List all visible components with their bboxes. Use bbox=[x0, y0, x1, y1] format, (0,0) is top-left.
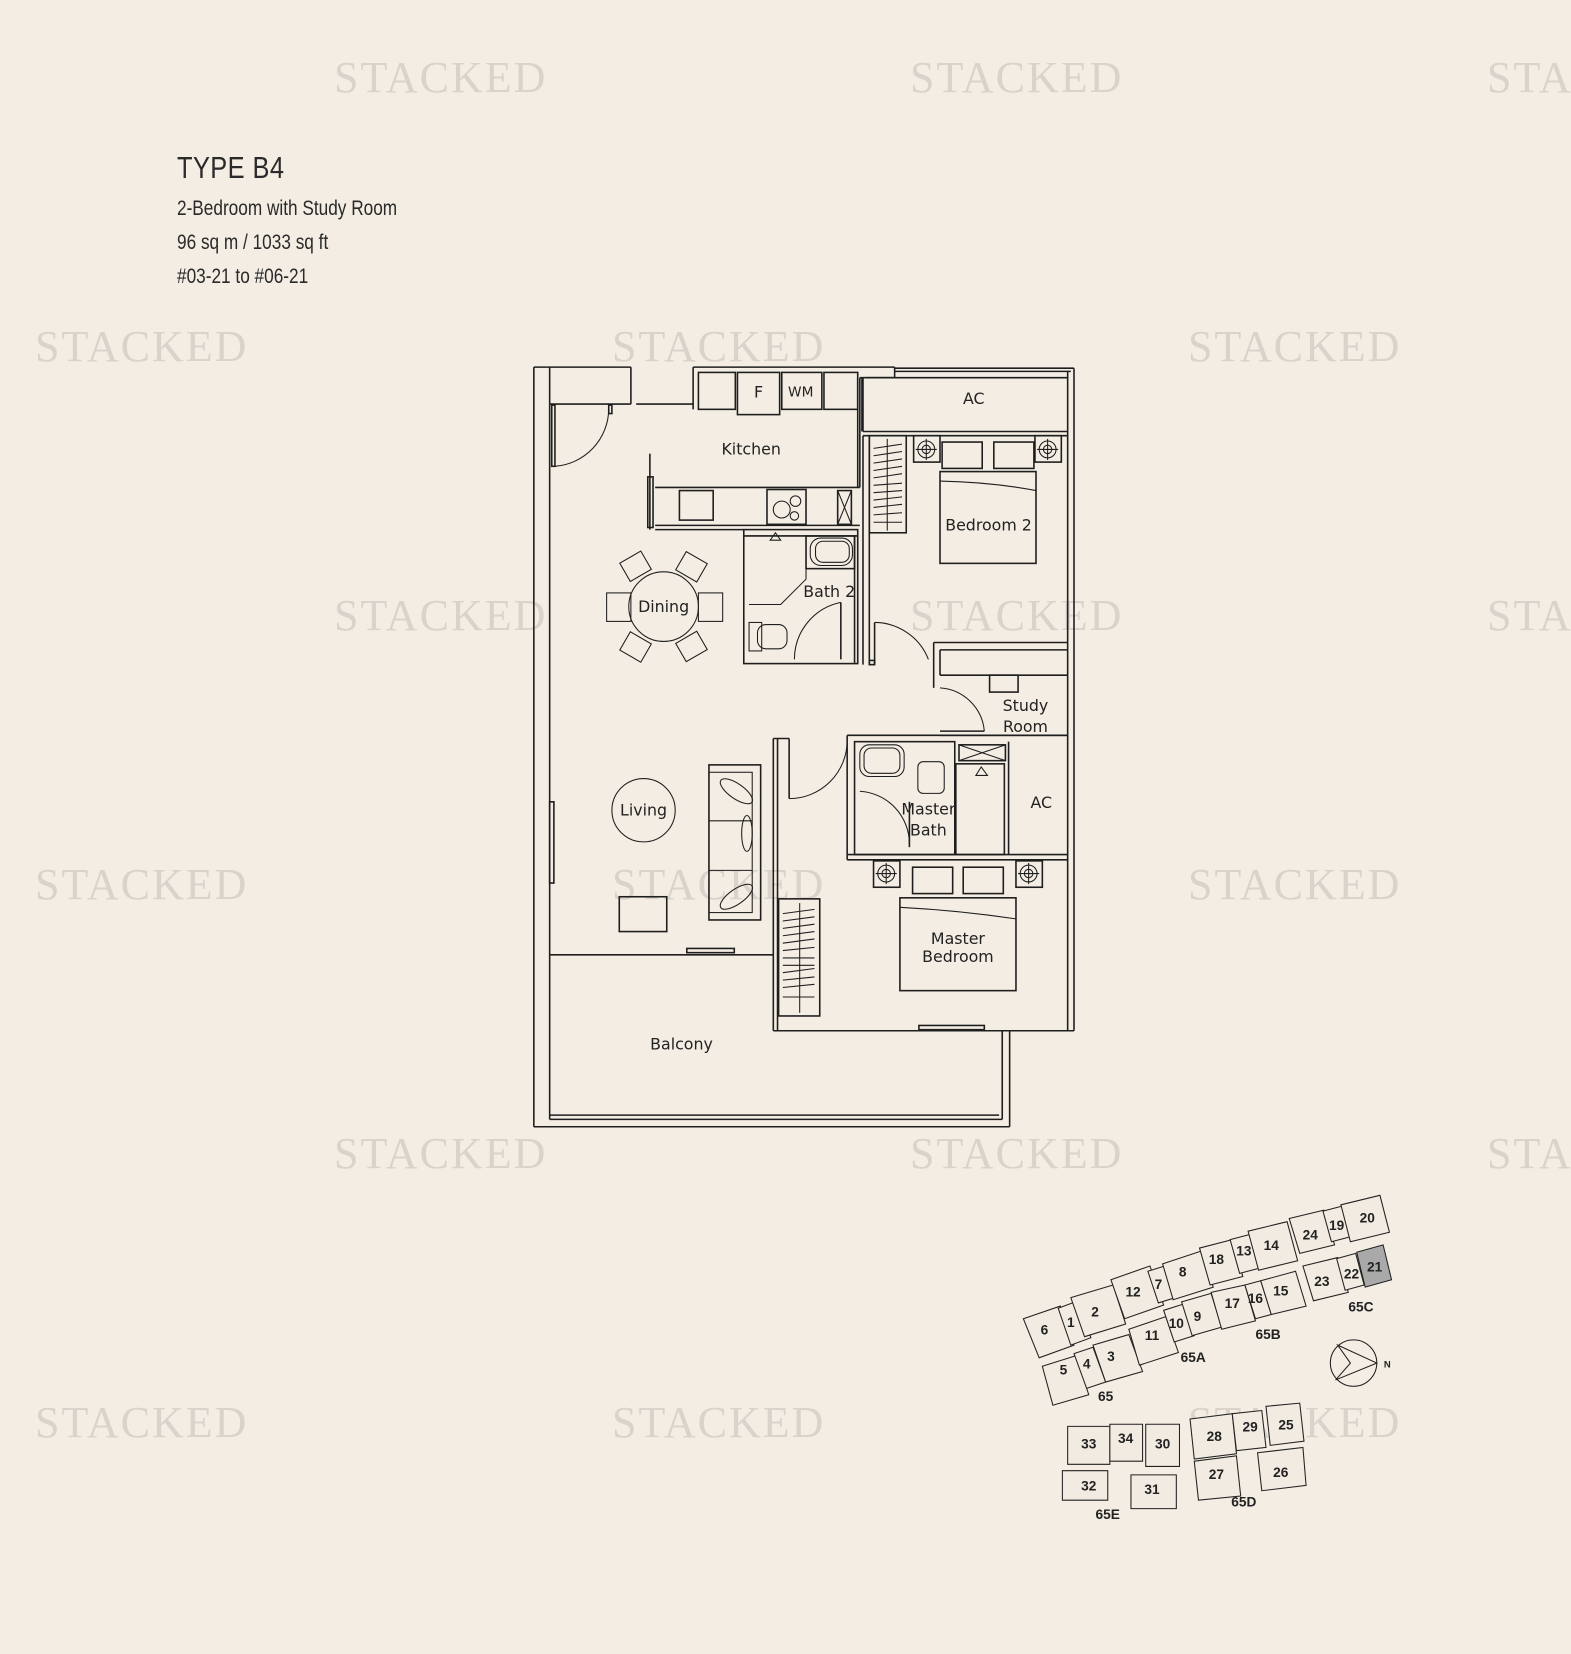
north-arrow-icon: N bbox=[1329, 1339, 1391, 1387]
svg-text:65E: 65E bbox=[1096, 1507, 1120, 1522]
master-bedroom-label-line1: Master bbox=[931, 929, 985, 948]
living-area: Living bbox=[548, 737, 848, 1031]
svg-text:31: 31 bbox=[1144, 1482, 1160, 1497]
master-bedroom: Master Bedroom bbox=[777, 860, 1044, 1031]
svg-text:7: 7 bbox=[1155, 1277, 1163, 1292]
living-label: Living bbox=[620, 801, 667, 820]
svg-text:14: 14 bbox=[1264, 1238, 1280, 1253]
dining-table: Dining bbox=[606, 550, 724, 663]
bath-2-label: Bath 2 bbox=[803, 582, 855, 601]
svg-text:19: 19 bbox=[1329, 1218, 1345, 1233]
svg-text:2: 2 bbox=[1091, 1305, 1099, 1320]
svg-text:65C: 65C bbox=[1348, 1299, 1373, 1314]
svg-text:5: 5 bbox=[1060, 1363, 1068, 1378]
fridge-label: F bbox=[754, 383, 763, 402]
svg-text:23: 23 bbox=[1314, 1274, 1330, 1289]
svg-text:29: 29 bbox=[1243, 1420, 1259, 1435]
kitchen-label: Kitchen bbox=[721, 440, 780, 459]
svg-text:25: 25 bbox=[1278, 1418, 1294, 1433]
svg-text:26: 26 bbox=[1273, 1465, 1289, 1480]
highlighted-unit-21 bbox=[1356, 1244, 1393, 1288]
exterior-walls bbox=[533, 366, 1075, 1128]
master-bedroom-label-line2: Bedroom bbox=[922, 947, 994, 966]
unit-info: TYPE B4 2-Bedroom with Study Room 96 sq … bbox=[177, 150, 445, 294]
master-bath: Master Bath AC bbox=[846, 734, 1068, 861]
unit-type-title: TYPE B4 bbox=[177, 150, 285, 185]
svg-text:6: 6 bbox=[1041, 1323, 1049, 1338]
svg-text:15: 15 bbox=[1273, 1284, 1289, 1299]
svg-text:8: 8 bbox=[1179, 1265, 1187, 1280]
bath-2: Bath 2 bbox=[742, 528, 859, 665]
bedroom-2-label: Bedroom 2 bbox=[945, 516, 1032, 535]
study-label-line2: Room bbox=[1003, 717, 1048, 736]
unit-area: 96 sq m / 1033 sq ft bbox=[177, 231, 329, 254]
svg-text:16: 16 bbox=[1248, 1291, 1264, 1306]
svg-text:10: 10 bbox=[1169, 1316, 1185, 1331]
svg-text:22: 22 bbox=[1344, 1267, 1360, 1282]
bedroom-2: Bedroom 2 bbox=[862, 434, 1068, 666]
ac-label: AC bbox=[963, 389, 985, 408]
balcony-label: Balcony bbox=[650, 1035, 713, 1054]
svg-text:9: 9 bbox=[1194, 1309, 1202, 1324]
dining-label: Dining bbox=[638, 597, 689, 616]
svg-text:4: 4 bbox=[1083, 1356, 1091, 1371]
study-room: Study Room bbox=[932, 641, 1068, 736]
svg-text:27: 27 bbox=[1209, 1467, 1225, 1482]
svg-text:32: 32 bbox=[1081, 1479, 1097, 1494]
svg-text:1: 1 bbox=[1067, 1315, 1075, 1330]
svg-text:65: 65 bbox=[1098, 1389, 1114, 1404]
unit-description: 2-Bedroom with Study Room bbox=[177, 197, 398, 220]
key-plan: 6 1 2 5 4 3 65 12 7 8 11 bbox=[1022, 1194, 1393, 1522]
svg-text:65A: 65A bbox=[1181, 1350, 1206, 1365]
svg-text:3: 3 bbox=[1107, 1349, 1115, 1364]
svg-text:17: 17 bbox=[1225, 1296, 1241, 1311]
washer-label: WM bbox=[788, 385, 813, 401]
svg-text:21: 21 bbox=[1367, 1259, 1383, 1274]
svg-text:30: 30 bbox=[1155, 1437, 1171, 1452]
svg-text:65D: 65D bbox=[1231, 1495, 1256, 1510]
svg-text:65B: 65B bbox=[1256, 1327, 1281, 1342]
svg-text:24: 24 bbox=[1303, 1228, 1319, 1243]
svg-text:34: 34 bbox=[1118, 1431, 1134, 1446]
svg-text:33: 33 bbox=[1081, 1437, 1097, 1452]
svg-text:13: 13 bbox=[1236, 1243, 1252, 1258]
svg-text:N: N bbox=[1384, 1359, 1391, 1370]
study-label-line1: Study bbox=[1003, 696, 1049, 715]
svg-text:20: 20 bbox=[1360, 1211, 1376, 1226]
master-bath-label-line1: Master bbox=[901, 799, 955, 818]
entry-door bbox=[550, 404, 613, 468]
ac-right-label: AC bbox=[1030, 793, 1052, 812]
master-bath-label-line2: Bath bbox=[910, 821, 947, 840]
svg-text:18: 18 bbox=[1209, 1252, 1225, 1267]
svg-text:11: 11 bbox=[1145, 1328, 1160, 1343]
ac-ledge-top: AC bbox=[862, 376, 1068, 433]
unit-range: #03-21 to #06-21 bbox=[177, 265, 309, 288]
svg-text:28: 28 bbox=[1207, 1429, 1223, 1444]
svg-text:12: 12 bbox=[1125, 1285, 1141, 1300]
kitchen: Kitchen F WM bbox=[646, 371, 863, 531]
